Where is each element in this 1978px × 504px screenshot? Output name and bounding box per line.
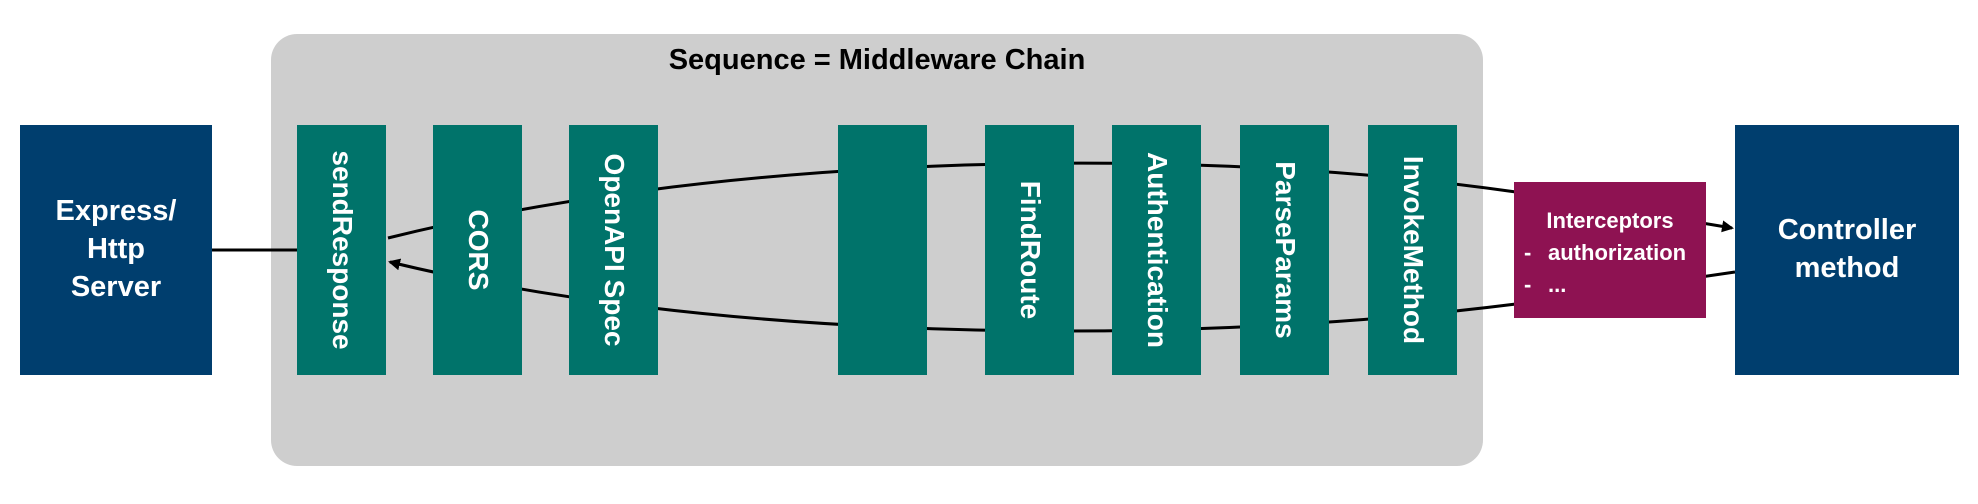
middleware-label: InvokeMethod [1397, 155, 1429, 345]
middleware-invoke-method: InvokeMethod [1368, 125, 1457, 375]
interceptor-item-label: authorization [1548, 240, 1687, 265]
interceptor-item: -authorization [1514, 240, 1706, 266]
interceptor-item-label: ... [1548, 272, 1567, 297]
express-http-server-box: Express/ Http Server [20, 125, 212, 375]
middleware-send-response: sendResponse [297, 125, 386, 375]
middleware-label: sendResponse [326, 150, 358, 350]
interceptors-box: Interceptors -authorization -... [1514, 182, 1706, 318]
middleware-label: Authentication [1141, 152, 1173, 348]
middleware-authentication: Authentication [1112, 125, 1201, 375]
controller-label-line2: method [1794, 252, 1900, 284]
bullet-dash: - [1524, 240, 1532, 265]
bullet-dash: - [1524, 272, 1532, 297]
interceptors-title: Interceptors [1546, 208, 1674, 233]
middleware-label: OpenAPI Spec [598, 153, 630, 347]
middleware-parse-params: ParseParams [1240, 125, 1329, 375]
middleware-label: FindRoute [1014, 180, 1046, 320]
middleware-label: ParseParams [1269, 161, 1301, 339]
server-label-line1: Express/ [55, 195, 177, 228]
middleware-label: CORS [462, 209, 494, 291]
controller-label-line1: Controller [1777, 214, 1917, 247]
middleware-find-route: FindRoute [985, 125, 1074, 375]
middleware-openapi-spec: OpenAPI Spec [569, 125, 658, 375]
middleware-blank [838, 125, 927, 375]
server-label-line2: Http [87, 233, 145, 266]
server-label-line3: Server [70, 270, 162, 303]
interceptor-item: -... [1514, 272, 1706, 298]
middleware-cors: CORS [433, 125, 522, 375]
controller-method-box: Controller method [1735, 125, 1959, 375]
diagram-title: Sequence = Middleware Chain [668, 44, 1086, 76]
